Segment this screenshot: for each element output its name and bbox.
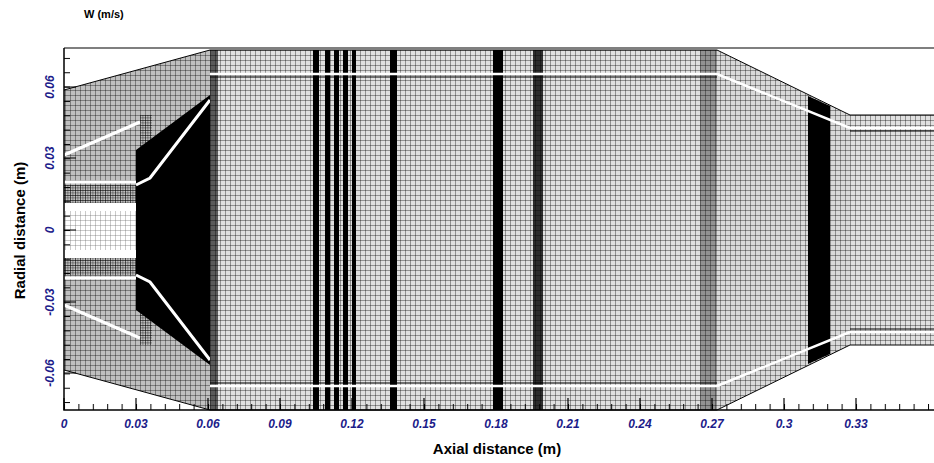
tick-label: 0.09 — [268, 418, 291, 430]
tick-label: 0.12 — [340, 418, 363, 430]
tick-label: 0.27 — [700, 418, 723, 430]
tick-label: -0.03 — [44, 288, 56, 315]
axis-title: Axial distance (m) — [433, 441, 561, 456]
tick-label: 0.03 — [124, 418, 147, 430]
tick-label: 0.18 — [484, 418, 507, 430]
tick-label: 0.03 — [44, 146, 56, 169]
tick-label: 0.06 — [44, 75, 56, 98]
axis-title: Radial distance (m) — [13, 161, 28, 299]
tick-label: 0 — [44, 227, 56, 234]
tick-label: 0.15 — [412, 418, 435, 430]
tick-label: 0 — [61, 418, 68, 430]
tick-label: 0.3 — [776, 418, 793, 430]
tick-label: 0.33 — [844, 418, 867, 430]
variable-name: W (m/s) — [84, 9, 124, 20]
tick-label: -0.06 — [44, 359, 56, 386]
tick-label: 0.21 — [556, 418, 579, 430]
tick-label: 0.24 — [628, 418, 651, 430]
tick-label: 0.06 — [196, 418, 219, 430]
